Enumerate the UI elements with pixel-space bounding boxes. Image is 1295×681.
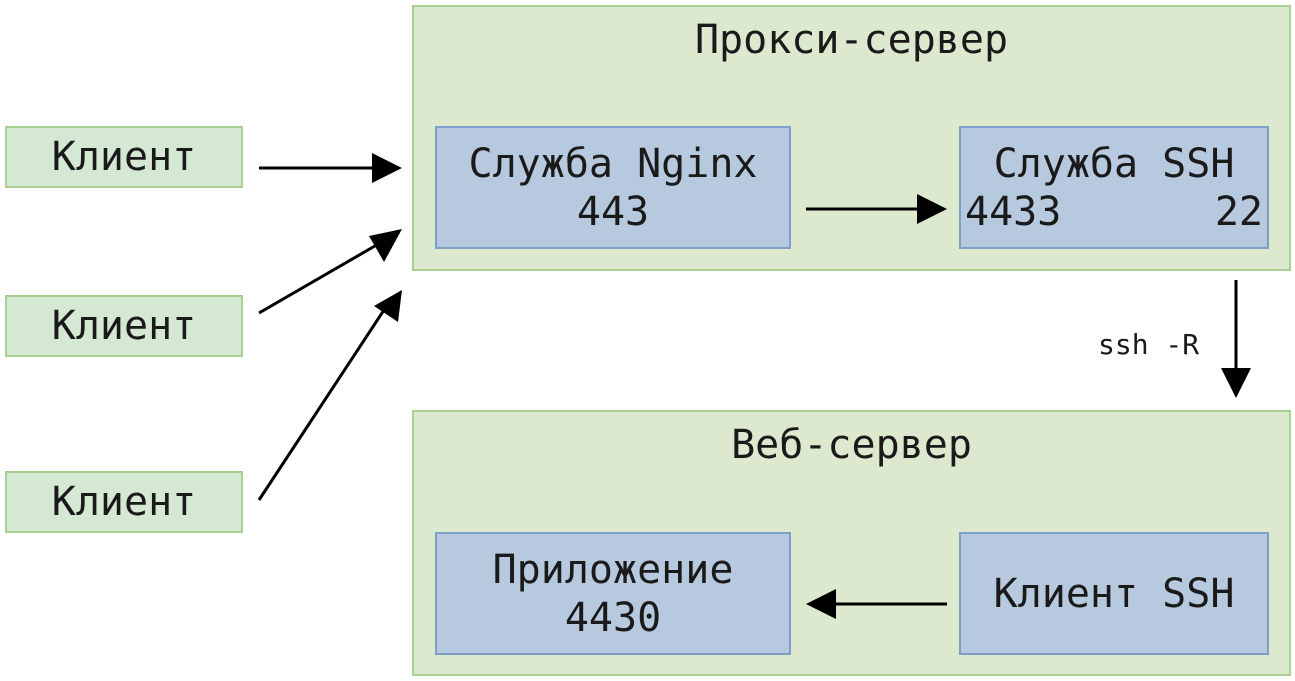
ssh-tunnel-label: ssh -R bbox=[1098, 328, 1200, 361]
ssh-service: Служба SSH 4433 22 bbox=[959, 126, 1269, 249]
arrowhead-app bbox=[806, 589, 836, 619]
arrowhead-nginx-ssh bbox=[917, 194, 947, 224]
app-service: Приложение 4430 bbox=[435, 532, 791, 655]
arrowhead-client1 bbox=[372, 153, 402, 183]
ssh-service-ports: 4433 22 bbox=[965, 188, 1263, 236]
nginx-service: Служба Nginx 443 bbox=[435, 126, 791, 249]
web-server-title: Веб-сервер bbox=[731, 422, 972, 468]
app-service-name: Приложение bbox=[492, 546, 734, 593]
client-2: Клиент bbox=[5, 295, 243, 357]
ssh-client-name: Клиент SSH bbox=[993, 570, 1235, 617]
ssh-service-name: Служба SSH bbox=[993, 140, 1235, 187]
ssh-service-port-out: 22 bbox=[1214, 188, 1263, 235]
ssh-service-port-in: 4433 bbox=[965, 188, 1062, 235]
arrow-client3-to-proxy bbox=[257, 309, 386, 501]
client-2-label: Клиент bbox=[51, 303, 197, 349]
client-1: Клиент bbox=[5, 126, 243, 188]
client-1-label: Клиент bbox=[51, 134, 197, 180]
nginx-service-port: 443 bbox=[576, 188, 650, 235]
proxy-server-title: Прокси-сервер bbox=[694, 17, 1009, 63]
client-3: Клиент bbox=[5, 471, 243, 533]
arrow-client2-to-proxy bbox=[258, 241, 381, 315]
app-service-port: 4430 bbox=[564, 594, 662, 641]
arrowhead-client2 bbox=[369, 229, 402, 262]
arrowhead-tunnel bbox=[1221, 368, 1251, 398]
arrowhead-client3 bbox=[374, 290, 402, 322]
ssh-client: Клиент SSH bbox=[959, 532, 1269, 655]
client-3-label: Клиент bbox=[51, 479, 197, 525]
nginx-service-name: Служба Nginx bbox=[468, 140, 758, 187]
